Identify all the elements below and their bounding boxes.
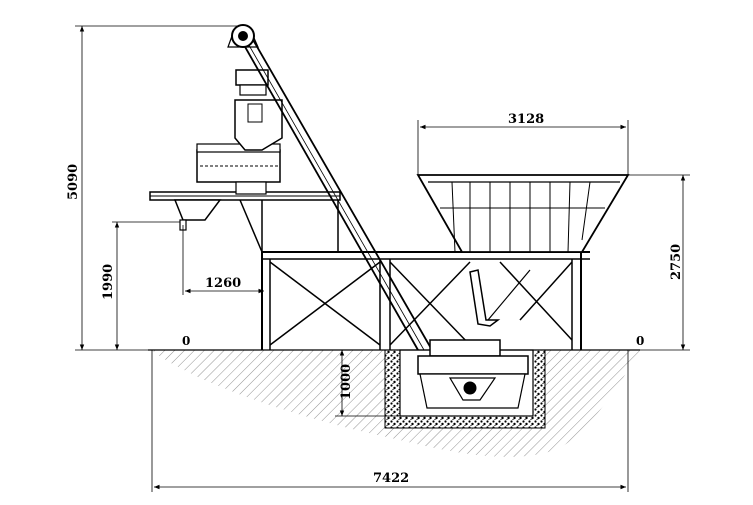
level-left-zero: 0	[182, 334, 190, 348]
aggregate-bin	[416, 174, 630, 253]
pit-feeder	[417, 339, 529, 409]
level-right-zero: 0	[636, 334, 644, 348]
bin-gate	[469, 269, 531, 327]
discharge-chute	[173, 199, 222, 231]
dim-total-height: 5090	[66, 164, 81, 200]
dim-side-offset: 1260	[205, 276, 241, 291]
dim-bin-height: 2750	[669, 244, 684, 280]
head-pulley	[227, 24, 259, 48]
dim-pit-depth: 1000	[339, 364, 354, 400]
support-frame	[261, 251, 590, 350]
dim-upper-bin-width: 3128	[508, 112, 544, 127]
inclined-conveyor	[239, 37, 433, 351]
twin-shaft-mixer	[196, 143, 281, 195]
dimension-lines	[75, 25, 690, 492]
ground-soil	[152, 350, 640, 457]
dim-side-height: 1990	[101, 264, 116, 300]
weighing-hopper	[234, 69, 283, 151]
dim-total-length: 7422	[373, 471, 409, 486]
